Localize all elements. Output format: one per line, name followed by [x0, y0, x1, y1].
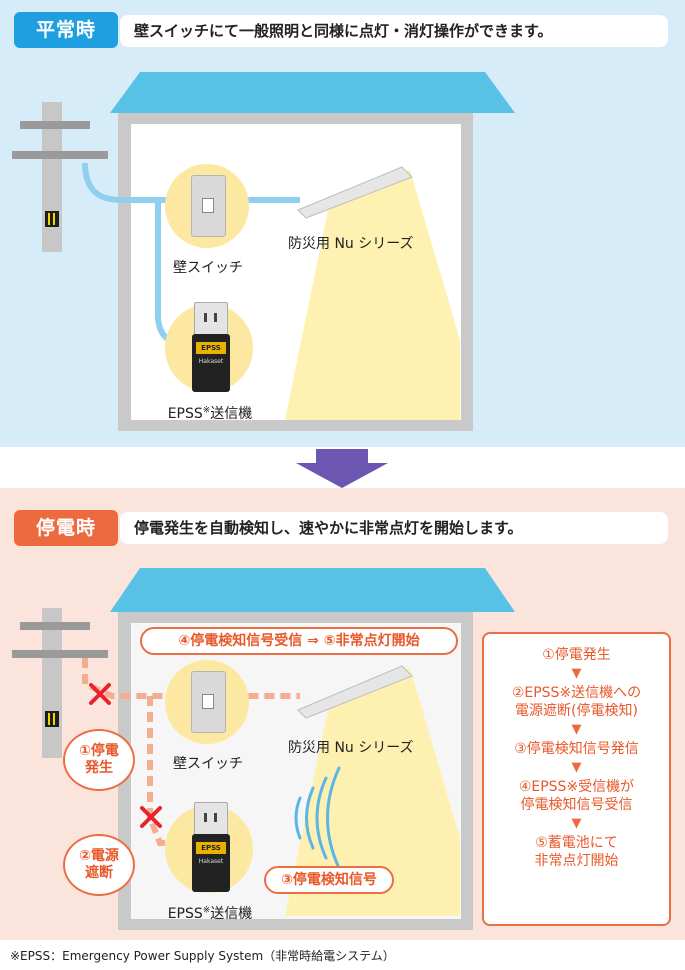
- step-text: 非常点灯開始: [534, 853, 619, 869]
- normal-heading: 壁スイッチにて一般照明と同様に点灯・消灯操作ができます。: [120, 15, 668, 47]
- step-arrow-icon: ▼: [571, 666, 582, 681]
- outage-tag: 停電時: [14, 510, 118, 546]
- outage-transmitter-device-icon: EPSS Hakaset: [192, 834, 230, 892]
- steps-box: [482, 632, 671, 926]
- outage-switch-label: 壁スイッチ: [173, 756, 243, 772]
- normal-transmitter-device-icon: EPSS Hakaset: [192, 334, 230, 392]
- bubble-cutoff-line1: ②電源: [79, 848, 119, 864]
- step-arrow-icon: ▼: [571, 816, 582, 831]
- outage-transmitter-label: EPSS※送信機: [150, 903, 270, 923]
- signal-received-banner: ④停電検知信号受信 ⇒ ⑤非常点灯開始: [140, 627, 458, 655]
- step-item: ⑤蓄電池にて非常点灯開始: [484, 834, 669, 870]
- transmitter-label-sup: ※: [202, 405, 211, 416]
- footnote: ※EPSS：Emergency Power Supply System（非常時給…: [10, 949, 395, 963]
- transmitter-label-b: 送信機: [210, 906, 253, 922]
- step-text: 停電検知信号受信: [520, 797, 633, 813]
- outage-wall-switch-icon: [191, 671, 226, 733]
- normal-tag: 平常時: [14, 12, 118, 48]
- outage-occurrence-bubble: ①停電 発生: [63, 729, 135, 791]
- normal-house: [12, 72, 515, 431]
- step-item: ④EPSS※受信機が停電検知信号受信: [484, 778, 669, 814]
- transmitter-label-b: 送信機: [210, 406, 253, 422]
- power-cutoff-bubble: ②電源 遮断: [63, 834, 135, 896]
- step-item: ①停電発生: [484, 646, 669, 664]
- step-text: ④EPSS※受信機が: [518, 779, 635, 795]
- step-item: ③停電検知信号発信: [484, 740, 669, 758]
- transmitter-label-sup: ※: [202, 905, 211, 916]
- cutoff-x-icon: [89, 683, 162, 828]
- normal-fixture-label: 防災用 Nu シリーズ: [288, 236, 414, 252]
- outage-device-brand: EPSS: [196, 842, 226, 854]
- outage-fixture-label: 防災用 Nu シリーズ: [288, 740, 414, 756]
- step-arrow-icon: ▼: [571, 722, 582, 737]
- step-text: ②EPSS※送信機への: [511, 685, 642, 701]
- normal-device-brand: EPSS: [196, 342, 226, 354]
- transmitter-label-a: EPSS: [167, 906, 203, 922]
- step-item: ②EPSS※送信機への電源遮断(停電検知): [484, 684, 669, 720]
- bubble-outage-line1: ①停電: [79, 743, 119, 759]
- outage-heading: 停電発生を自動検知し、速やかに非常点灯を開始します。: [120, 512, 668, 544]
- normal-switch-label: 壁スイッチ: [173, 260, 243, 276]
- normal-device-model: Hakaset: [198, 358, 224, 365]
- bubble-cutoff-line2: 遮断: [85, 865, 113, 881]
- bubble-outage-line2: 発生: [85, 760, 113, 776]
- transition-arrow-icon: [296, 449, 388, 488]
- normal-wall-switch-icon: [191, 175, 226, 237]
- outage-device-model: Hakaset: [198, 858, 224, 865]
- step-text: ①停電発生: [542, 647, 611, 663]
- step-text: ③停電検知信号発信: [514, 741, 639, 757]
- transmitter-label-a: EPSS: [167, 406, 203, 422]
- step-arrow-icon: ▼: [571, 760, 582, 775]
- normal-outlet-icon: [194, 302, 228, 338]
- outage-outlet-icon: [194, 802, 228, 838]
- normal-transmitter-label: EPSS※送信機: [150, 403, 270, 423]
- step-text: 電源遮断(停電検知): [515, 703, 638, 719]
- signal-transmit-pill: ③停電検知信号: [264, 866, 394, 894]
- wireless-signal-icon: [294, 766, 341, 870]
- step-text: ⑤蓄電池にて: [535, 835, 618, 851]
- steps-list: ①停電発生 ▼ ②EPSS※送信機への電源遮断(停電検知) ▼ ③停電検知信号発信 ▼ ④E…: [484, 646, 669, 870]
